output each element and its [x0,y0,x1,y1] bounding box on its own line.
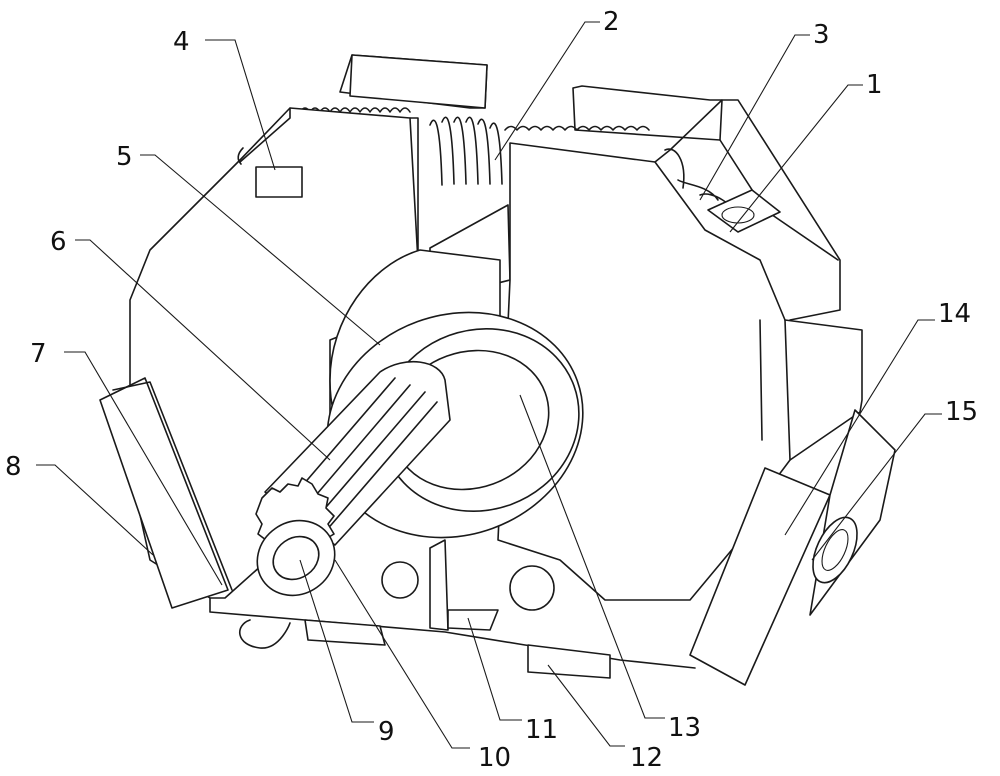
spring-anchor-window [707,189,781,233]
label-13: 13 [668,713,701,743]
rear-magnet-block-right [572,85,723,141]
spring-coil [299,107,741,221]
label-12: 12 [630,743,663,773]
pinion-shaft [255,360,451,597]
label-8: 8 [5,452,22,482]
label-2: 2 [603,7,620,37]
sensor-plate [255,166,303,198]
label-5: 5 [116,142,133,172]
base-plate [209,539,696,679]
label-3: 3 [813,20,830,50]
label-9: 9 [378,717,395,747]
label-6: 6 [50,227,67,257]
label-4: 4 [173,27,190,57]
label-15: 15 [945,397,978,427]
housing-right-half [497,99,863,601]
label-7: 7 [30,339,47,369]
label-1: 1 [866,70,883,100]
leader-lines [36,21,942,749]
rear-magnet-block-left [339,54,488,109]
brush-holder-right [689,409,896,686]
label-10: 10 [478,743,511,773]
label-14: 14 [938,299,971,329]
label-11: 11 [525,715,558,745]
brush-holder-left [99,377,233,609]
reference-numerals: 1 2 3 4 5 6 7 8 9 10 11 12 13 14 15 [5,7,978,773]
